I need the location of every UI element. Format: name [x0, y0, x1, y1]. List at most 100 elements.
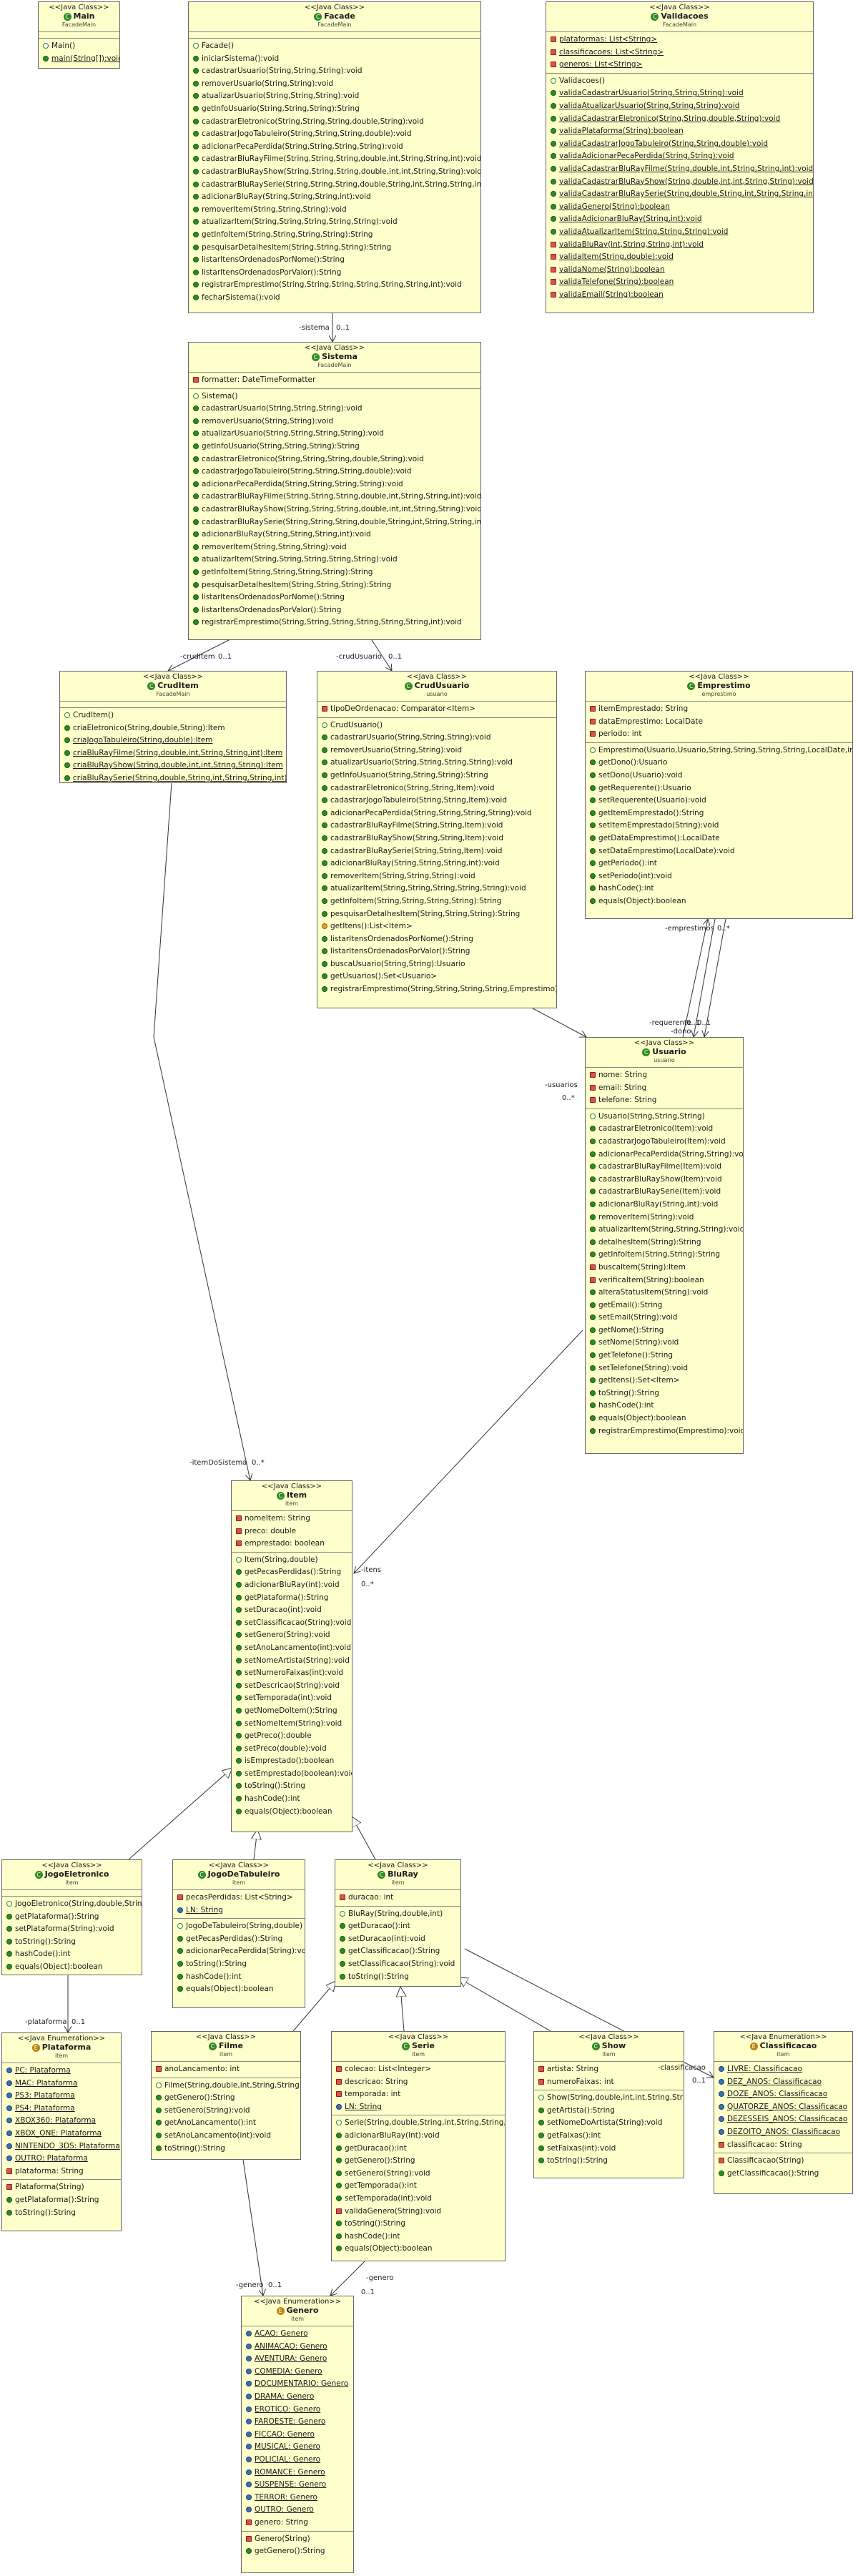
method-row[interactable]: removerItem(String,String,String):void [317, 870, 556, 883]
method-row[interactable]: cadastrarBluRaySerie(String,String,Item)… [317, 845, 556, 858]
method-row[interactable]: listarItensOrdenadosPorNome():String [317, 933, 556, 946]
method-row[interactable]: atualizarUsuario(String,String,String):v… [189, 90, 480, 103]
method-row[interactable]: equals(Object):boolean [586, 1412, 743, 1425]
method-row[interactable]: alteraStatusItem(String):void [586, 1287, 743, 1299]
method-row[interactable]: toString():String [586, 1387, 743, 1400]
method-row[interactable]: cadastrarBluRayShow(String,String,String… [189, 503, 480, 516]
method-row[interactable]: cadastrarBluRayShow(String,String,Item):… [317, 832, 556, 845]
method-row[interactable]: validaCadastrarBluRaySerie(String,double… [546, 188, 813, 201]
method-row[interactable]: getAnoLancamento():int [152, 2117, 300, 2130]
attribute-row[interactable]: numeroFaixas: int [534, 2076, 684, 2089]
method-row[interactable]: setGenero(String):void [152, 2105, 300, 2118]
method-row[interactable]: cadastrarBluRaySerie(String,String,Strin… [189, 516, 480, 529]
attribute-row[interactable]: ACAO: Genero [242, 2328, 353, 2341]
method-row[interactable]: buscaUsuario(String,String):Usuario [317, 958, 556, 971]
method-row[interactable]: setDono(Usuario):void [586, 770, 852, 782]
method-row[interactable]: cadastrarBluRayFilme(Item):void [586, 1161, 743, 1174]
method-row[interactable]: main(String[]):void [39, 53, 119, 66]
method-row[interactable]: toString():String [335, 1971, 460, 1984]
attribute-row[interactable]: classificacao: String [714, 2139, 852, 2152]
method-row[interactable]: getInfoItem(String,String,String,String)… [317, 895, 556, 908]
method-row[interactable]: registrarEmprestimo(Emprestimo):void [586, 1425, 743, 1438]
method-row[interactable]: setItemEmprestado(String):void [586, 820, 852, 832]
method-row[interactable]: adicionarBluRay(int):void [232, 1579, 352, 1592]
method-row[interactable]: setGenero(String):void [332, 2168, 505, 2181]
method-row[interactable]: getGenero():String [332, 2155, 505, 2168]
attribute-row[interactable]: XBOX_ONE: Plataforma [2, 2128, 121, 2140]
method-row[interactable]: verificaItem(String):boolean [586, 1274, 743, 1287]
method-row[interactable]: Genero(String) [242, 2533, 353, 2546]
attribute-row[interactable]: plataformas: List<String> [546, 34, 813, 46]
method-row[interactable]: getUsuarios():Set<Usuario> [317, 970, 556, 983]
method-row[interactable]: getGenero():String [242, 2545, 353, 2558]
attribute-row[interactable]: LIVRE: Classificacao [714, 2063, 852, 2076]
method-row[interactable]: validaGenero(String):void [332, 2206, 505, 2218]
method-row[interactable]: getGenero():String [152, 2092, 300, 2105]
method-row[interactable]: getNome():String [586, 1324, 743, 1337]
method-row[interactable]: validaCadastrarEletronico(String,String,… [546, 113, 813, 126]
method-row[interactable]: getPeriodo():int [586, 857, 852, 870]
method-row[interactable]: getClassificacao():String [714, 2168, 852, 2181]
method-row[interactable]: toString():String [173, 1958, 305, 1971]
method-row[interactable]: setNumeroFaixas(int):void [232, 1667, 352, 1680]
method-row[interactable]: getInfoUsuario(String,String,String):Str… [189, 441, 480, 453]
method-row[interactable]: Plataforma(String) [2, 2181, 121, 2194]
method-row[interactable]: criaBluRayShow(String,double,int,int,Str… [60, 759, 286, 772]
method-row[interactable]: setRequerente(Usuario):void [586, 795, 852, 807]
method-row[interactable]: toString():String [534, 2155, 684, 2168]
method-row[interactable]: validaTelefone(String):boolean [546, 276, 813, 289]
method-row[interactable]: cadastrarJogoTabuleiro(String,String,Ite… [317, 795, 556, 807]
method-row[interactable]: toString():String [232, 1780, 352, 1793]
method-row[interactable]: pesquisarDetalhesItem(String,String,Stri… [317, 908, 556, 921]
method-row[interactable]: getNomeDoItem():String [232, 1705, 352, 1718]
method-row[interactable]: cadastrarJogoTabuleiro(String,String,Str… [189, 128, 480, 141]
method-row[interactable]: setPreco(double):void [232, 1743, 352, 1756]
method-row[interactable]: registrarEmprestimo(String,String,String… [317, 983, 556, 996]
attribute-row[interactable]: descricao: String [332, 2076, 505, 2089]
method-row[interactable]: atualizarUsuario(String,String,String,St… [189, 428, 480, 441]
attribute-row[interactable]: LN: String [173, 1904, 305, 1917]
method-row[interactable]: setGenero(String):void [232, 1629, 352, 1642]
method-row[interactable]: equals(Object):boolean [232, 1806, 352, 1819]
attribute-row[interactable]: pecasPerdidas: List<String> [173, 1892, 305, 1904]
method-row[interactable]: toString():String [332, 2218, 505, 2231]
method-row[interactable]: cadastrarBluRayShow(Item):void [586, 1174, 743, 1186]
attribute-row[interactable]: COMEDIA: Genero [242, 2366, 353, 2379]
method-row[interactable]: getClassificacao():String [335, 1945, 460, 1958]
method-row[interactable]: hashCode():int [232, 1793, 352, 1806]
attribute-row[interactable]: nome: String [586, 1069, 743, 1082]
attribute-row[interactable]: NINTENDO_3DS: Plataforma [2, 2140, 121, 2153]
method-row[interactable]: cadastrarJogoTabuleiro(String,String,Str… [189, 466, 480, 478]
method-row[interactable]: getDuracao():int [335, 1920, 460, 1933]
method-row[interactable]: cadastrarUsuario(String,String,String):v… [189, 403, 480, 416]
method-row[interactable]: setTemporada(int):void [332, 2193, 505, 2206]
method-row[interactable]: hashCode():int [586, 1400, 743, 1412]
method-row[interactable]: validaPlataforma(String):boolean [546, 125, 813, 138]
method-row[interactable]: cadastrarBluRayFilme(String,String,Strin… [189, 153, 480, 166]
method-row[interactable]: getPecasPerdidas():String [173, 1933, 305, 1946]
method-row[interactable]: getArtista():String [534, 2105, 684, 2118]
method-row[interactable]: cadastrarEletronico(String,String,Item):… [317, 782, 556, 795]
method-row[interactable]: atualizarItem(String,String,String):void [586, 1224, 743, 1237]
method-row[interactable]: adicionarBluRay(String,int):void [586, 1199, 743, 1211]
method-row[interactable]: getInfoItem(String,String):String [586, 1249, 743, 1262]
attribute-row[interactable]: DRAMA: Genero [242, 2391, 353, 2404]
method-row[interactable]: Validacoes() [546, 75, 813, 88]
method-row[interactable]: atualizarItem(String,String,String,Strin… [189, 554, 480, 566]
attribute-row[interactable]: anoLancamento: int [152, 2063, 300, 2076]
method-row[interactable]: listarItensOrdenadosPorNome():String [189, 254, 480, 267]
method-row[interactable]: CrudItem() [60, 709, 286, 722]
method-row[interactable]: Usuario(String,String,String) [586, 1111, 743, 1124]
method-row[interactable]: listarItensOrdenadosPorNome():String [189, 591, 480, 604]
attribute-row[interactable]: MUSICAL: Genero [242, 2441, 353, 2454]
method-row[interactable]: cadastrarEletronico(Item):void [586, 1123, 743, 1136]
method-row[interactable]: setNomeArtista(String):void [232, 1655, 352, 1668]
